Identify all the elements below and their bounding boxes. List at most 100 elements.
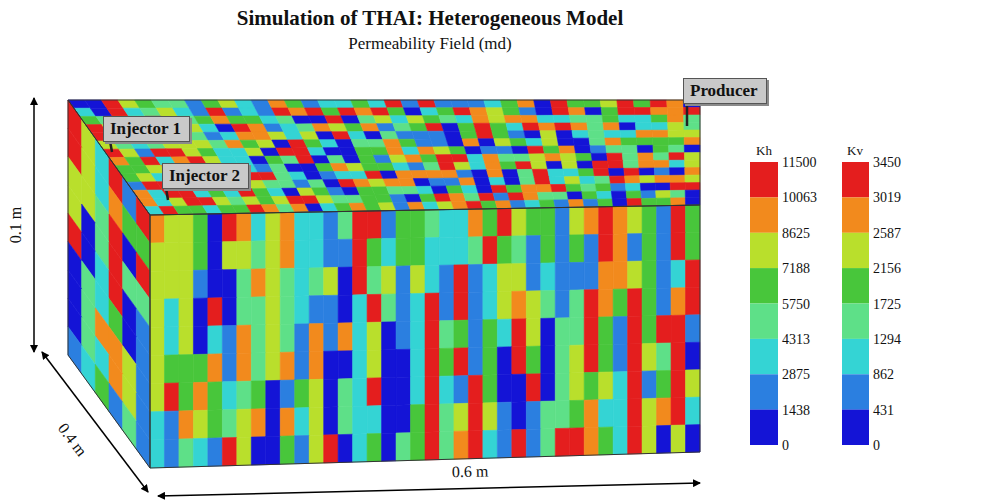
perm-cell (468, 431, 482, 459)
perm-cell (635, 123, 652, 131)
perm-cell (671, 198, 686, 206)
perm-cell (599, 399, 613, 427)
perm-cell (635, 115, 652, 123)
perm-cell (367, 211, 381, 239)
perm-cell (628, 426, 642, 454)
colorbar-value-holder: 2875 (782, 365, 810, 383)
perm-cell (638, 153, 654, 161)
perm-cell (280, 380, 294, 408)
perm-cell (266, 408, 280, 436)
perm-cell (639, 168, 655, 176)
permeability-cells (68, 100, 700, 468)
perm-cell (353, 406, 367, 434)
perm-cell (512, 429, 526, 457)
perm-cell (625, 176, 641, 184)
perm-cell (599, 262, 613, 290)
perm-cell (150, 271, 164, 299)
perm-cell (584, 345, 598, 373)
perm-cell (497, 319, 511, 347)
perm-cell (338, 323, 352, 351)
perm-cell (425, 123, 444, 131)
perm-cell (324, 323, 338, 351)
perm-cell (612, 199, 627, 207)
perm-cell (338, 434, 352, 462)
perm-cell (548, 169, 565, 177)
perm-cell (686, 315, 700, 343)
perm-cell (208, 354, 222, 382)
perm-cell (584, 234, 598, 262)
colorbar-value: 3450 (873, 155, 901, 171)
perm-cell (463, 193, 480, 201)
perm-cell (480, 146, 498, 154)
diagram-title-holder: Simulation of THAI: Heterogeneous Model (237, 6, 624, 30)
perm-cell (506, 185, 523, 193)
perm-cell (468, 264, 482, 292)
perm-cell (409, 123, 428, 131)
perm-cell (628, 399, 642, 427)
perm-cell (179, 439, 193, 467)
perm-cell (324, 267, 338, 295)
perm-cell (584, 372, 598, 400)
perm-cell (451, 100, 470, 108)
perm-cell (536, 185, 552, 193)
perm-cell (396, 294, 410, 322)
perm-cell (555, 263, 569, 291)
perm-cell (439, 376, 453, 404)
perm-cell (468, 320, 482, 348)
perm-cell (193, 270, 207, 298)
perm-cell (671, 397, 685, 425)
perm-cell (610, 184, 626, 192)
perm-cell (266, 213, 280, 241)
perm-cell (573, 138, 590, 146)
perm-cell (556, 131, 573, 139)
perm-cell (541, 263, 555, 291)
perm-cell (441, 170, 459, 178)
perm-cell (628, 234, 642, 262)
perm-cell (584, 427, 598, 455)
perm-cell (266, 269, 280, 297)
perm-cell (179, 298, 193, 326)
perm-cell (431, 186, 449, 194)
perm-cell (384, 100, 403, 108)
perm-cell (544, 154, 561, 162)
perm-cell (295, 240, 309, 268)
perm-cell (512, 146, 529, 154)
perm-cell (599, 372, 613, 400)
perm-cell (406, 116, 425, 124)
perm-cell (436, 155, 454, 163)
perm-cell (657, 398, 671, 426)
perm-cell (670, 175, 685, 183)
perm-cell (657, 425, 671, 453)
perm-cell (669, 153, 685, 161)
colorbar-value: 7188 (782, 261, 810, 277)
perm-cell (546, 161, 563, 169)
perm-cell (512, 263, 526, 291)
perm-cell (529, 154, 546, 162)
colorbar-value-holder: 431 (873, 401, 894, 419)
perm-cell (164, 299, 178, 327)
perm-cell (401, 100, 420, 108)
perm-cell (651, 108, 668, 116)
perm-cell (446, 186, 463, 194)
perm-cell (552, 108, 570, 116)
perm-cell (367, 433, 381, 461)
perm-cell (309, 323, 323, 351)
perm-cell (554, 123, 571, 131)
perm-cell (538, 123, 556, 131)
perm-cell (179, 326, 193, 354)
perm-cell (251, 269, 265, 297)
perm-cell (613, 344, 627, 372)
perm-cell (295, 296, 309, 324)
perm-cell (504, 177, 521, 185)
perm-cell (351, 100, 371, 108)
perm-cell (396, 433, 410, 461)
perm-cell (251, 381, 265, 409)
dimension-label-holder: 0.4 m (52, 418, 91, 461)
perm-cell (208, 438, 222, 466)
perm-cell (534, 100, 552, 108)
perm-cell (396, 321, 410, 349)
well-name: Injector 2 (169, 166, 242, 186)
perm-cell (483, 347, 497, 375)
perm-cell (367, 100, 387, 108)
